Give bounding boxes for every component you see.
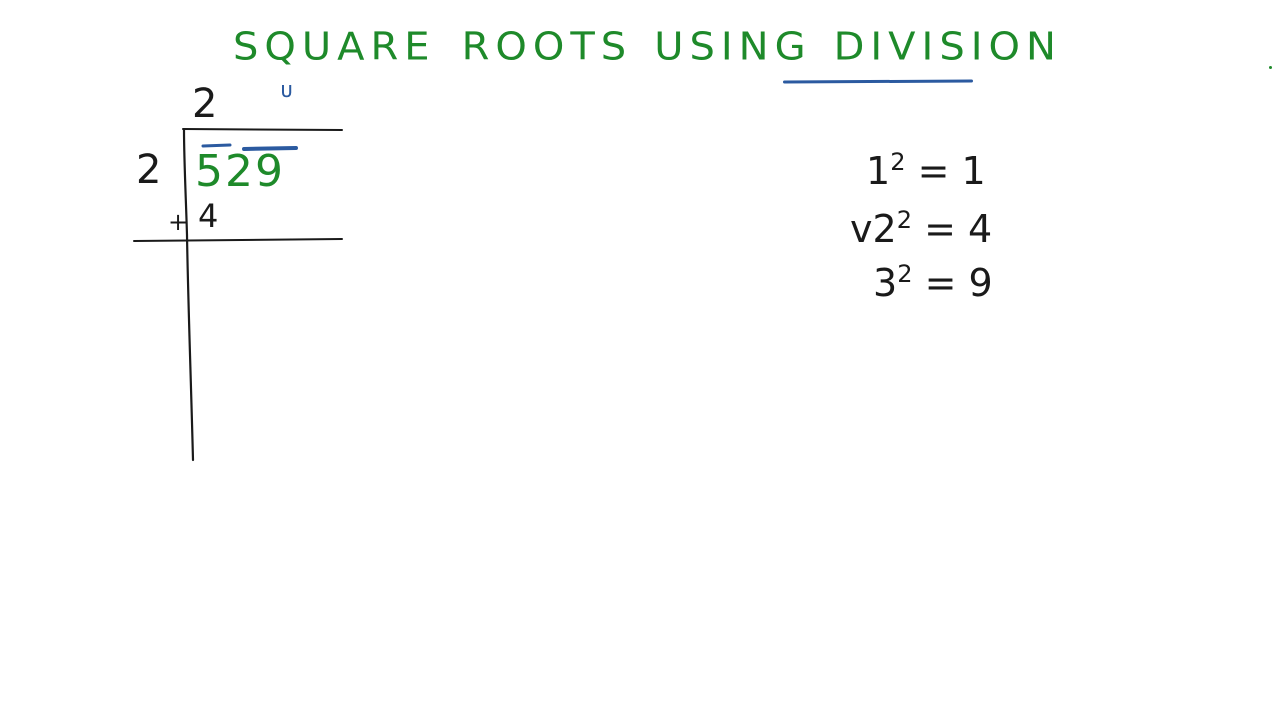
title-word-square: SQUARE bbox=[233, 25, 436, 69]
square-base: 2 bbox=[872, 207, 897, 251]
square-exponent: 2 bbox=[896, 206, 912, 234]
title-underline bbox=[782, 79, 974, 84]
title-word-roots: ROOTS bbox=[461, 25, 633, 69]
title-word-using: USING bbox=[654, 25, 812, 69]
square-fact-2: v22 = 4 bbox=[850, 208, 992, 248]
square-fact-1: 12 = 1 bbox=[866, 150, 986, 190]
square-base: 3 bbox=[873, 261, 898, 305]
board-title: SQUARE ROOTS USING DIVISION bbox=[233, 28, 1062, 66]
square-result: = 1 bbox=[917, 149, 986, 193]
subtraction-line bbox=[133, 238, 343, 242]
check-mark: v bbox=[850, 207, 873, 251]
title-word-division: DIVISION bbox=[833, 25, 1062, 69]
subtrahend: 4 bbox=[198, 197, 219, 235]
square-result: = 9 bbox=[924, 261, 993, 305]
square-base: 1 bbox=[866, 149, 891, 193]
stray-dot bbox=[1269, 66, 1272, 69]
square-exponent: 2 bbox=[890, 148, 906, 176]
quotient-digit: 2 bbox=[192, 81, 218, 127]
square-result: = 4 bbox=[924, 207, 993, 251]
square-exponent: 2 bbox=[897, 260, 913, 288]
bracket-vertical bbox=[182, 128, 195, 462]
square-fact-3: 32 = 9 bbox=[873, 262, 993, 302]
plus-mark: + bbox=[168, 208, 189, 236]
dividend: 529 bbox=[195, 146, 285, 197]
quotient-bar bbox=[182, 128, 343, 131]
divisor: 2 bbox=[136, 147, 162, 193]
quotient-placeholder-mark: ᴜ bbox=[280, 78, 293, 103]
